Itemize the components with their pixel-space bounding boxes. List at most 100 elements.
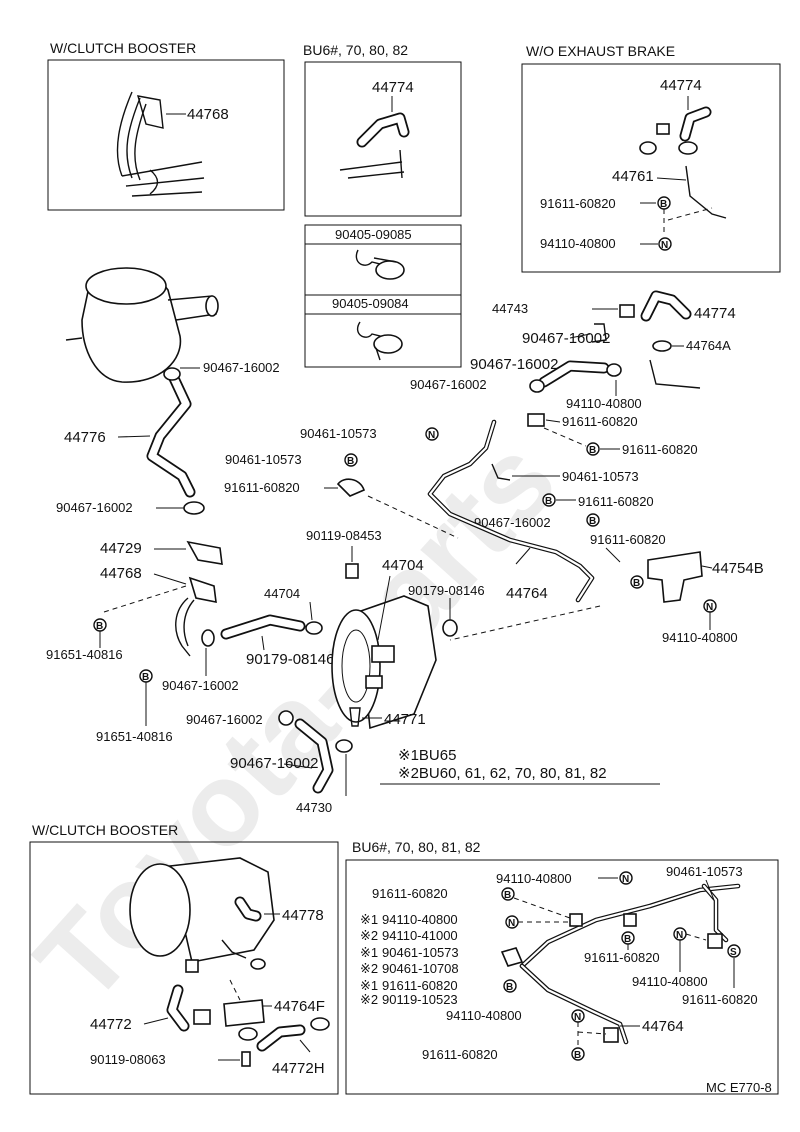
main-assembly: 90467-16002 44776 90467-16002 44743 4477… (46, 267, 764, 815)
nut-symbol: N (658, 237, 672, 251)
box6-title: BU6#, 70, 80, 81, 82 (352, 839, 481, 855)
part-number: 90467-16002 (522, 330, 610, 347)
nut-symbol: N (571, 1009, 585, 1023)
box-clamps: 90405-09085 90405-09084 (304, 224, 462, 368)
part-number: 94110-41000 (382, 928, 458, 943)
part-illustration-44768-top (116, 91, 205, 197)
part-number: 91651-40816 (96, 729, 173, 744)
spec-mark: ※1 (360, 978, 378, 993)
part-number: 94110-40800 (496, 871, 572, 886)
part-number: 90461-10573 (382, 945, 459, 960)
part-number: 44764 (642, 1018, 684, 1035)
part-number: 44774 (660, 77, 702, 94)
spec-mark: ※1 (360, 945, 378, 960)
part-number: 44768 (187, 106, 229, 123)
bolt-symbol: B (139, 669, 153, 683)
part-number: 44778 (282, 907, 324, 924)
nut-symbol: N (703, 599, 717, 613)
part-number: 94110-40800 (632, 974, 708, 989)
part-number: 44771 (384, 711, 426, 728)
bolt-symbol: B (93, 618, 107, 632)
svg-text:B: B (504, 890, 511, 901)
bolt-symbol: B (630, 575, 644, 589)
part-number: 94110-40800 (662, 630, 738, 645)
svg-text:B: B (142, 672, 149, 683)
part-number: 90119-08063 (90, 1052, 166, 1067)
part-number: 91611-60820 (372, 886, 448, 901)
svg-text:S: S (730, 947, 737, 958)
part-number: 90461-10573 (225, 452, 302, 467)
note-bu65: ※1BU65 (398, 747, 456, 764)
part-number: 91611-60820 (584, 950, 660, 965)
clamp-illustration (355, 249, 405, 280)
box2-title: BU6#, 70, 80, 82 (303, 42, 408, 58)
spec-mark: ※1 (360, 912, 378, 927)
part-number: 91611-60820 (590, 532, 666, 547)
box4-title: W/O EXHAUST BRAKE (526, 43, 675, 59)
footer-code: MC E770-8 (706, 1080, 772, 1095)
box-wo-exhaust-brake: W/O EXHAUST BRAKE 44774 44761 91611-6082… (521, 43, 781, 273)
part-number: 91611-60820 (562, 414, 638, 429)
part-number: 44743 (492, 301, 528, 316)
part-number: 90179-08146 (246, 651, 334, 668)
box-bu6-70-80-81-82: BU6#, 70, 80, 81, 82 91611-60820 B 94110… (345, 839, 779, 1095)
svg-text:N: N (574, 1012, 581, 1023)
svg-text:N: N (428, 430, 435, 441)
note-bu60-82: ※2BU60, 61, 62, 70, 80, 81, 82 (398, 765, 607, 782)
nut-symbol: N (619, 871, 633, 885)
svg-text:N: N (676, 930, 683, 941)
part-number: 90467-16002 (186, 712, 263, 727)
bolt-symbol: B (542, 493, 556, 507)
part-number: 91611-60820 (540, 196, 616, 211)
part-number: 91611-60820 (622, 442, 698, 457)
part-number: 44761 (612, 168, 654, 185)
part-number: 90467-16002 (410, 377, 487, 392)
svg-text:B: B (624, 934, 631, 945)
bolt-symbol: B (503, 979, 517, 993)
part-number: 94110-40800 (446, 1008, 522, 1023)
spec-mark: ※2 (360, 928, 378, 943)
part-number: 44772H (272, 1060, 325, 1077)
booster-cylinder-illustration (331, 595, 437, 730)
nut-symbol: N (505, 915, 519, 929)
svg-text:B: B (589, 516, 596, 527)
svg-text:B: B (545, 496, 552, 507)
part-number: 90461-10708 (382, 961, 459, 976)
box1-title: W/CLUTCH BOOSTER (50, 40, 196, 56)
part-number: 44764 (506, 585, 548, 602)
nut-symbol: N (425, 427, 439, 441)
part-number: 91611-60820 (382, 978, 458, 993)
svg-text:N: N (661, 240, 668, 251)
part-number: 94110-40800 (566, 396, 642, 411)
part-number: 94110-40800 (382, 912, 458, 927)
part-number: 90467-16002 (474, 515, 551, 530)
bolt-symbol: B (344, 453, 358, 467)
part-number: 91611-60820 (422, 1047, 498, 1062)
svg-text:B: B (589, 445, 596, 456)
vacuum-tank-illustration (65, 267, 219, 383)
part-number: 44768 (100, 565, 142, 582)
part-number: 90461-10573 (666, 864, 743, 879)
bolt-symbol: B (586, 442, 600, 456)
box-clutch-booster-top: W/CLUTCH BOOSTER 44768 (47, 40, 285, 211)
part-number: 91651-40816 (46, 647, 123, 662)
part-number: 90405-09084 (332, 296, 409, 311)
part-number: 44704 (382, 557, 424, 574)
part-number: 90461-10573 (300, 426, 377, 441)
bolt-symbol: B (657, 196, 671, 210)
part-number: 91611-60820 (224, 480, 300, 495)
box-clutch-booster-bottom: W/CLUTCH BOOSTER 44778 44764F 44772 9011… (29, 822, 339, 1095)
clutch-booster-illustration (129, 857, 275, 973)
part-number: 90461-10573 (562, 469, 639, 484)
part-number: 44729 (100, 540, 142, 557)
part-number: 44774 (372, 79, 414, 96)
svg-text:N: N (706, 602, 713, 613)
part-number: 44776 (64, 429, 106, 446)
part-number: 44774 (694, 305, 736, 322)
part-number: 90119-08453 (306, 528, 382, 543)
part-number: 44704 (264, 586, 300, 601)
spec-mark: ※2 (360, 961, 378, 976)
part-number: 44772 (90, 1016, 132, 1033)
svg-text:B: B (96, 621, 103, 632)
